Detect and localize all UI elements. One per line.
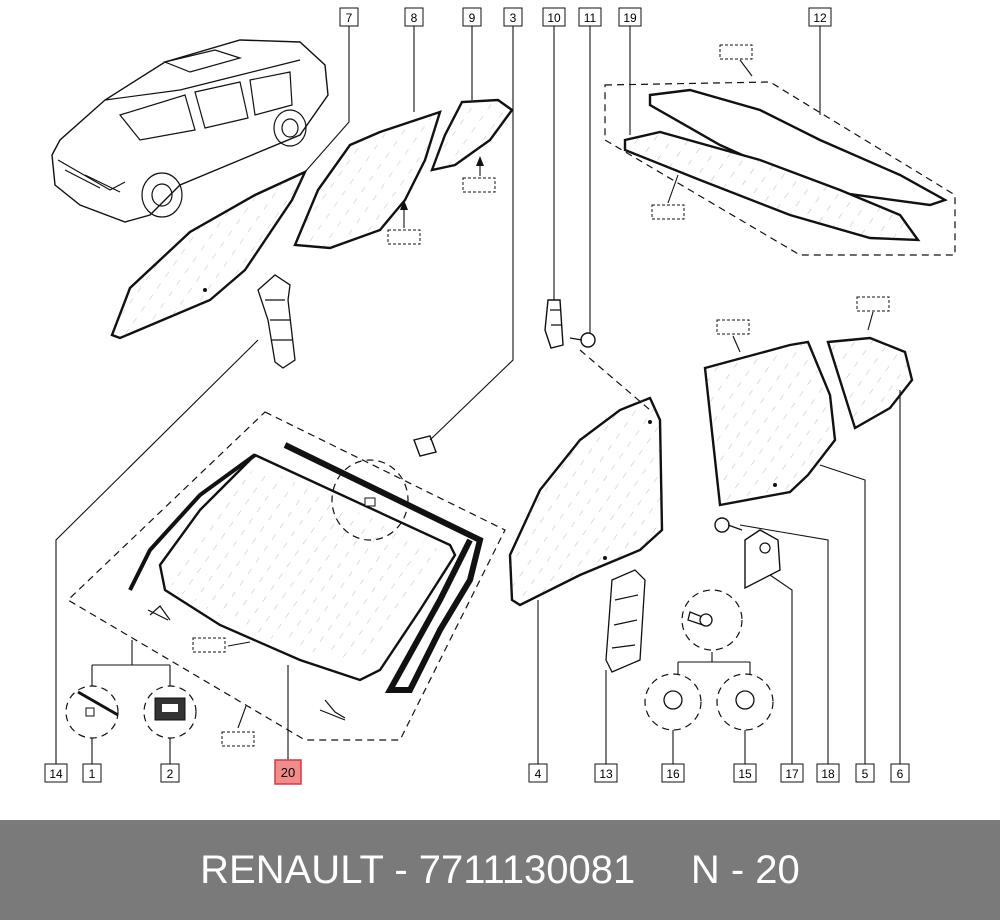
part-6-rear-quarter-glass [826,296,914,430]
callout-12: 12 [808,7,832,27]
part-number: 7711130081 [418,848,636,892]
callout-14: 14 [44,763,68,783]
callout-5: 5 [855,763,875,783]
callout-label: 17 [785,767,799,781]
callout-4: 4 [528,763,548,783]
callout-label: 3 [510,11,517,25]
callout-10: 10 [542,7,566,27]
part-11-screw [569,332,596,348]
leader-lines [55,26,901,764]
callout-label: 9 [469,11,476,25]
callout-16: 16 [661,763,685,783]
callout-15: 15 [733,763,757,783]
callout-label: 20 [281,765,295,780]
callout-label: 10 [547,11,561,25]
callout-6: 6 [890,763,910,783]
callout-label: 16 [666,767,680,781]
callout-label: 2 [167,767,174,781]
part-9-quarter-glass [430,98,514,193]
callout-label: 4 [535,767,542,781]
callout-17: 17 [780,763,804,783]
part-1-seal-detail [65,685,119,739]
callout-13: 13 [594,763,618,783]
callout-label: 1 [89,767,96,781]
part-8-door-glass [293,110,442,250]
callout-1: 1 [82,763,102,783]
callout-label: 18 [821,767,835,781]
callout-7: 7 [339,7,359,27]
callout-2: 2 [160,763,180,783]
part-3-clip [413,435,437,457]
callout-19: 19 [618,7,642,27]
callout-3: 3 [503,7,523,27]
callout-label: 8 [411,11,418,25]
footer-bar: RENAULT - 7711130081 N - 20 [0,820,1000,920]
part-18-screw [714,517,743,533]
screw-group [644,589,774,731]
callout-label: 7 [346,11,353,25]
brand-name: RENAULT [200,848,384,892]
part-2-clip-detail [143,685,197,739]
windscreen-group [67,411,506,747]
callout-label: 15 [738,767,752,781]
rear-windscreen-group [604,44,956,256]
callout-label: 14 [49,767,63,781]
callout-18: 18 [816,763,840,783]
separator: - [394,848,408,892]
callout-label: 12 [813,11,827,25]
footer-caption: RENAULT - 7711130081 N - 20 [0,820,1000,920]
callout-label: 5 [862,767,869,781]
part-10-clip [544,299,564,349]
callout-label: 11 [584,11,597,25]
car-illustration [51,39,329,223]
callout-8: 8 [404,7,424,27]
parts-diagram: 7 8 9 3 10 11 19 12 14 1 2 20 4 13 16 15… [44,7,956,785]
callout-label: 13 [599,767,613,781]
part-4-door-glass [508,396,664,607]
part-14-bracket [257,274,296,369]
callout-11: 11 [578,7,602,27]
callout-9: 9 [462,7,482,27]
part-5-rear-door-glass [703,319,837,507]
part-17-bracket [744,529,781,590]
part-13-regulator [605,569,646,673]
callout-label: 19 [623,11,637,25]
callout-label: 6 [897,767,904,781]
diagram-position: N - 20 [690,848,800,892]
callout-20-highlighted: 20 [274,759,302,785]
part-7-rear-quarter-glass [110,169,308,340]
